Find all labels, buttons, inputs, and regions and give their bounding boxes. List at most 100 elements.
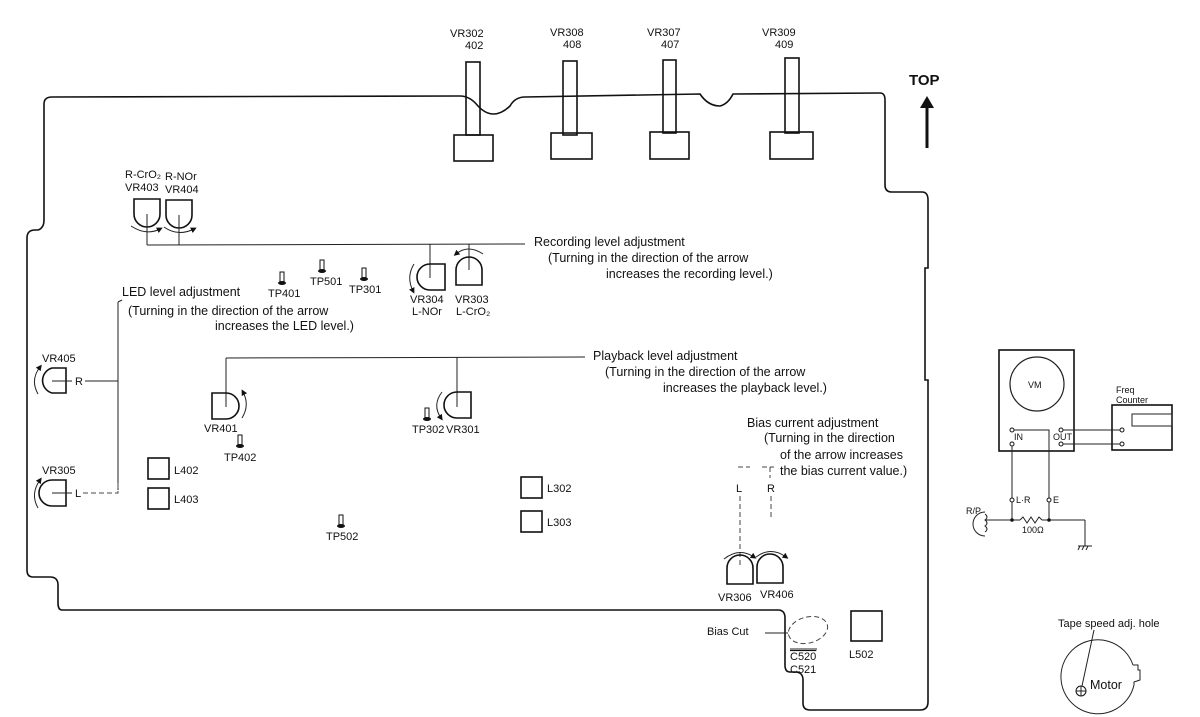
voltmeter — [998, 349, 1075, 452]
bias-cut-label: Bias Cut — [707, 626, 749, 638]
label-channel-r-bias: R — [767, 483, 775, 495]
label-channel-l-bias: L — [736, 483, 742, 495]
label-e: E — [1053, 495, 1059, 505]
pot-vr304 — [408, 263, 446, 294]
label-l303: L303 — [547, 517, 571, 529]
label-vr301: VR301 — [446, 424, 480, 436]
up-arrow-icon — [920, 96, 934, 148]
coil-l403 — [147, 487, 170, 510]
top-control-vr307 — [649, 59, 690, 160]
label-tp302: TP302 — [412, 424, 444, 436]
pot-vr306 — [723, 552, 757, 585]
label-counter: Counter — [1116, 395, 1148, 405]
label-vr308: VR308 — [550, 27, 584, 39]
led-note-line2: increases the LED level.) — [215, 319, 354, 333]
test-point-tp301 — [360, 267, 368, 281]
resistor-100-ohm — [985, 516, 1086, 546]
playback-note-title: Playback level adjustment — [593, 349, 738, 363]
top-control-vr308 — [550, 60, 593, 160]
test-point-tp501 — [318, 259, 326, 273]
board-outline — [26, 92, 929, 711]
label-vm: VM — [1028, 380, 1042, 390]
label-402: 402 — [465, 40, 483, 52]
label-r-cro2: R-CrO₂ — [125, 169, 161, 181]
label-l-cro2: L-CrO₂ — [456, 306, 490, 318]
top-orientation-label: TOP — [909, 72, 940, 89]
test-point-tp401 — [278, 271, 286, 285]
pot-vr405 — [34, 364, 72, 395]
coil-l302 — [520, 476, 543, 499]
pot-vr403 — [130, 198, 163, 245]
label-c520: C520 — [790, 651, 816, 663]
bias-note-title: Bias current adjustment — [747, 416, 879, 430]
label-l302: L302 — [547, 483, 571, 495]
label-in: IN — [1014, 432, 1023, 442]
pot-vr404 — [163, 199, 197, 245]
top-control-vr302 — [453, 61, 494, 162]
bias-note-line3: the bias current value.) — [780, 464, 907, 478]
pot-vr401 — [211, 389, 248, 420]
playback-note-line2: increases the playback level.) — [663, 381, 827, 395]
label-vr404: VR404 — [165, 184, 199, 196]
recording-note-line1: (Turning in the direction of the arrow — [548, 251, 749, 265]
coil-l402 — [147, 457, 170, 480]
label-channel-r-led: R — [75, 376, 83, 388]
playback-leader-line — [225, 356, 586, 359]
label-vr306: VR306 — [718, 592, 752, 604]
record-playback-head — [972, 511, 988, 537]
label-vr403: VR403 — [125, 182, 159, 194]
pot-vr301 — [436, 391, 472, 421]
label-vr307: VR307 — [647, 27, 681, 39]
label-tp301: TP301 — [349, 284, 381, 296]
motor — [1060, 629, 1141, 715]
label-l-nor: L-NOr — [412, 306, 442, 318]
pot-vr406 — [755, 551, 789, 584]
label-tp502: TP502 — [326, 531, 358, 543]
label-409: 409 — [775, 39, 793, 51]
led-note-line1: (Turning in the direction of the arrow — [128, 304, 329, 318]
bias-note-line1: (Turning in the direction — [764, 431, 895, 445]
test-point-tp402 — [236, 434, 244, 448]
label-l502: L502 — [849, 649, 873, 661]
pot-vr305 — [34, 477, 72, 509]
test-point-tp302 — [423, 407, 431, 421]
label-r-nor: R-NOr — [165, 171, 197, 183]
label-vr406: VR406 — [760, 589, 794, 601]
label-vr304: VR304 — [410, 294, 444, 306]
bias-cut-region — [787, 615, 829, 645]
label-out: OUT — [1053, 432, 1073, 442]
label-408: 408 — [563, 39, 581, 51]
label-l403: L403 — [174, 494, 198, 506]
ground-icon — [1077, 545, 1092, 551]
label-channel-l-led: L — [75, 488, 81, 500]
label-rp: R/P — [966, 506, 981, 516]
label-vr401: VR401 — [204, 423, 238, 435]
recording-leader-line — [146, 243, 526, 246]
tape-speed-hole-label: Tape speed adj. hole — [1058, 618, 1160, 630]
label-c521: C521 — [790, 664, 816, 676]
label-tp401: TP401 — [268, 288, 300, 300]
coil-l502 — [850, 610, 883, 642]
label-vr303: VR303 — [455, 294, 489, 306]
label-tp402: TP402 — [224, 452, 256, 464]
label-vr405: VR405 — [42, 353, 76, 365]
coil-l303 — [520, 510, 543, 533]
recording-note-line2: increases the recording level.) — [606, 267, 773, 281]
playback-note-line1: (Turning in the direction of the arrow — [605, 365, 806, 379]
label-407: 407 — [661, 39, 679, 51]
bias-note-line2: of the arrow increases — [780, 448, 903, 462]
pot-vr303 — [453, 248, 484, 286]
label-resistor: 100Ω — [1022, 525, 1044, 535]
label-tp501: TP501 — [310, 276, 342, 288]
label-vr305: VR305 — [42, 465, 76, 477]
test-point-tp502 — [337, 514, 345, 528]
label-freq: Freq — [1116, 385, 1135, 395]
top-control-vr309 — [769, 57, 814, 160]
label-vr302: VR302 — [450, 28, 484, 40]
recording-note-title: Recording level adjustment — [534, 235, 685, 249]
frequency-counter — [1111, 404, 1173, 451]
label-l402: L402 — [174, 465, 198, 477]
led-note-title: LED level adjustment — [122, 285, 241, 299]
motor-label: Motor — [1090, 678, 1122, 692]
